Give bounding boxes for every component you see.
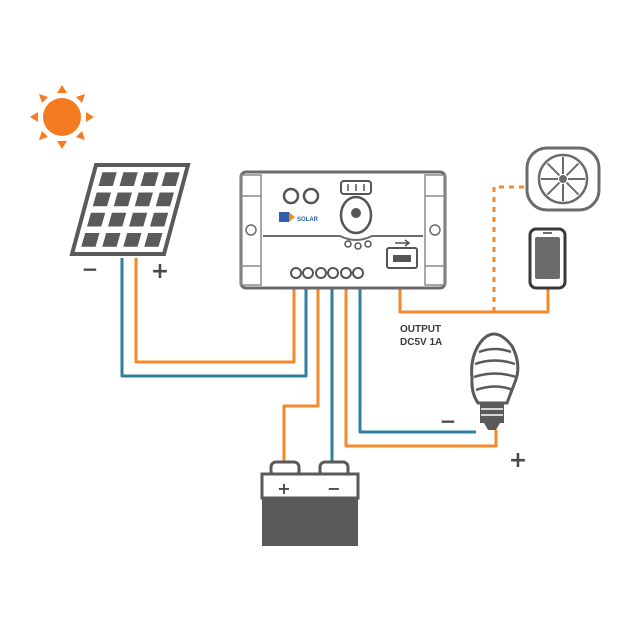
brand-logo: SOLAR xyxy=(279,212,319,223)
fan-blade xyxy=(565,162,580,177)
fan-blade xyxy=(546,162,561,177)
bulb-positive-label: + xyxy=(509,448,527,473)
solar-cell xyxy=(144,232,163,247)
battery-icon: + − xyxy=(260,460,360,546)
battery-positive-label: + xyxy=(277,479,290,498)
sun-icon xyxy=(30,85,94,149)
solar-cell xyxy=(129,212,148,227)
wiring xyxy=(120,185,550,462)
fan-blade xyxy=(546,181,561,196)
solar-cell xyxy=(155,192,174,207)
light-bulb-icon xyxy=(470,332,520,430)
solar-cell xyxy=(81,232,100,247)
solar-cell xyxy=(92,192,111,207)
load-positive-wire xyxy=(344,282,498,448)
charge-controller-icon: SOLAR xyxy=(239,170,447,290)
solar-cell xyxy=(113,192,132,207)
solar-cell xyxy=(134,192,153,207)
output-label-line1: OUTPUT xyxy=(400,324,441,335)
smartphone-icon xyxy=(528,227,567,290)
solar-cell xyxy=(140,172,159,187)
fan-blade xyxy=(565,181,580,196)
solar-cell xyxy=(102,232,121,247)
solar-cell xyxy=(87,212,106,227)
output-label-line2: DC5V 1A xyxy=(400,337,442,348)
solar-cell xyxy=(123,232,142,247)
solar-cell xyxy=(150,212,169,227)
usb-fan-dotted-wire xyxy=(492,185,524,312)
solar-cell xyxy=(161,172,180,187)
panel-positive-label: + xyxy=(151,259,169,284)
solar-cell xyxy=(119,172,138,187)
load-negative-wire xyxy=(358,282,476,434)
solar-cell xyxy=(98,172,117,187)
battery-positive-wire xyxy=(282,282,320,462)
panel-negative-label: − xyxy=(82,257,99,281)
battery-negative-label: − xyxy=(327,479,340,498)
fan-icon xyxy=(525,146,601,212)
brand-logo-text: SOLAR xyxy=(297,217,319,223)
panel-negative-wire xyxy=(120,258,308,378)
terminal-block xyxy=(290,267,364,279)
bulb-negative-label: − xyxy=(440,409,457,433)
panel-positive-wire xyxy=(134,258,296,364)
usb-icon xyxy=(386,239,418,269)
solar-cell xyxy=(108,212,127,227)
solar-panel-icon xyxy=(69,163,191,256)
usb-output-wire xyxy=(398,270,550,314)
